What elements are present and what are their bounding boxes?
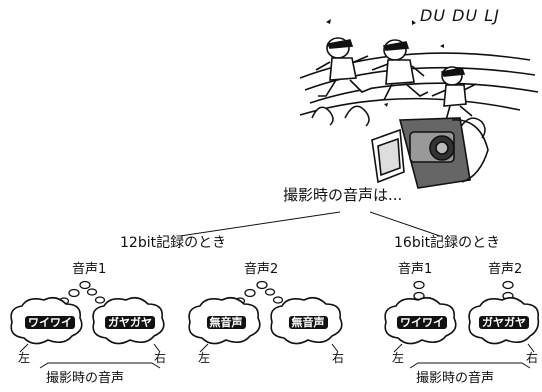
left-case-heading: 12bit記録のとき: [120, 235, 227, 251]
channel-brackets: [19, 343, 535, 353]
bubble-text: ワイワイ: [397, 316, 447, 329]
bubble-text: ワイワイ: [25, 316, 75, 329]
right-left-label: 左: [392, 351, 405, 365]
bubble-text: ガヤガヤ: [479, 316, 529, 329]
banner-text: DU DU LJ: [420, 6, 500, 25]
left-label-1: 左: [18, 351, 31, 365]
bubble-label-wai-left: ワイワイ: [20, 313, 80, 329]
camcorder-illustration: [371, 117, 489, 189]
right-label-1: 右: [154, 351, 167, 365]
bubble-text: 無音声: [288, 316, 328, 329]
tree-lines: [179, 211, 441, 237]
bubble-text: ガヤガヤ: [105, 316, 155, 329]
footer-braces: [39, 362, 531, 369]
motion-marks: [326, 19, 444, 107]
right-case-heading: 16bit記録のとき: [394, 235, 501, 251]
bubble-label-silent-2: 無音声: [278, 313, 338, 329]
left-label-2: 左: [198, 351, 211, 365]
bubble-label-gaya-right: ガヤガヤ: [474, 313, 534, 329]
right-channel-2-label: 音声2: [488, 262, 523, 277]
bubble-text: 無音声: [206, 316, 246, 329]
bubble-label-silent-1: 無音声: [196, 313, 256, 329]
right-channel-1-label: 音声1: [398, 262, 433, 277]
right-label-2: 右: [332, 351, 345, 365]
runner-player-2: [371, 39, 429, 101]
runner-player-3: [431, 66, 477, 121]
left-channel-1-label: 音声1: [72, 262, 107, 277]
runner-player-1: [315, 37, 373, 97]
right-right-label: 右: [526, 351, 539, 365]
bubble-label-gaya-left: ガヤガヤ: [100, 313, 160, 329]
bubble-label-wai-right: ワイワイ: [392, 313, 452, 329]
right-footer: 撮影時の音声: [416, 371, 495, 386]
left-footer: 撮影時の音声: [46, 371, 125, 386]
thought-dots-left: [58, 280, 284, 305]
left-channel-2-label: 音声2: [244, 262, 279, 277]
caption-text: 撮影時の音声は...: [283, 186, 403, 204]
thought-dots-right: [413, 280, 514, 301]
